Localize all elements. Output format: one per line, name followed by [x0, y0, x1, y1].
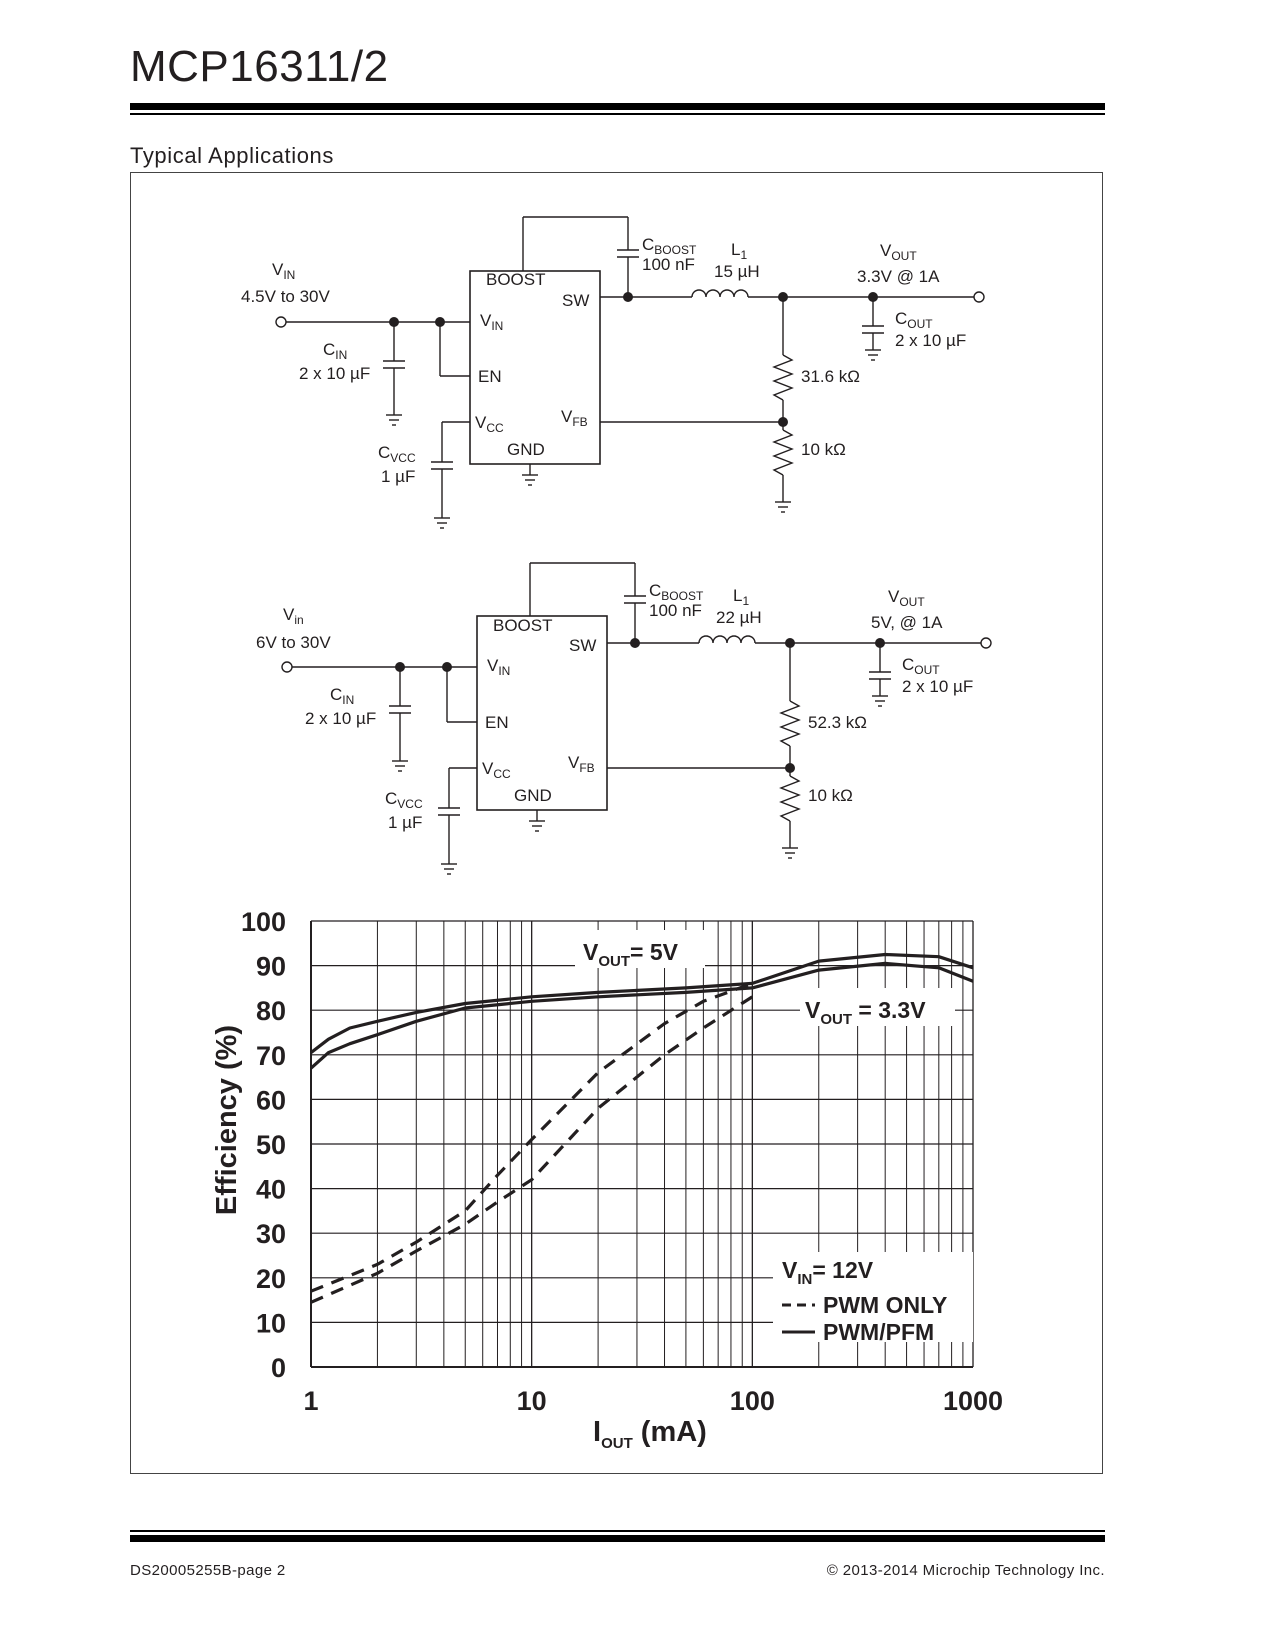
header-rule-thin — [130, 113, 1105, 115]
y-axis-title: Efficiency (%) — [211, 1025, 243, 1215]
efficiency-series-0-solid — [310, 952, 974, 1054]
c2-cout-label: COUT — [902, 655, 940, 677]
c2-cboost-value: 100 nF — [649, 601, 702, 620]
c1-vout-value: 3.3V @ 1A — [857, 267, 940, 286]
section-title: Typical Applications — [130, 143, 334, 168]
efficiency-series-3-dashed — [310, 995, 754, 1304]
c1-r-top: 31.6 kΩ — [801, 367, 860, 386]
c1-pin-vin: VIN — [480, 311, 503, 333]
c2-pin-gnd: GND — [514, 786, 552, 805]
document-title: MCP16311/2 — [130, 42, 389, 91]
chart-legend — [773, 1252, 973, 1342]
c2-cin-value: 2 x 10 µF — [305, 709, 376, 728]
c1-pin-gnd: GND — [507, 440, 545, 459]
x-axis-title: IOUT (mA) — [593, 1416, 707, 1452]
y-tick-label: 0 — [271, 1353, 286, 1383]
footer-copyright: © 2013-2014 Microchip Technology Inc. — [826, 1562, 1105, 1579]
x-tick-label: 1 — [303, 1386, 318, 1416]
c1-cboost-value: 100 nF — [642, 255, 695, 274]
c2-cout-value: 2 x 10 µF — [902, 677, 973, 696]
c2-vout-value: 5V, @ 1A — [871, 613, 943, 632]
c1-vin-range: 4.5V to 30V — [241, 287, 331, 306]
c2-cboost-label: CBOOST — [649, 581, 704, 603]
c2-vin-range: 6V to 30V — [256, 633, 331, 652]
c1-cout-value: 2 x 10 µF — [895, 331, 966, 350]
c1-l1-label: L1 — [731, 240, 747, 262]
footer-rule — [130, 1535, 1105, 1542]
figure-frame — [130, 172, 1103, 1474]
c1-pin-sw: SW — [562, 291, 589, 310]
x-tick-label: 1000 — [943, 1386, 1003, 1416]
c1-r-bottom: 10 kΩ — [801, 440, 846, 459]
c1-pin-vcc: VCC — [475, 413, 504, 435]
legend-item-pwm-pfm: PWM/PFM — [823, 1319, 934, 1345]
c1-cout-label: COUT — [895, 309, 933, 331]
c1-pin-vfb: VFB — [561, 407, 588, 429]
c1-cin-value: 2 x 10 µF — [299, 364, 370, 383]
c2-pin-boost: BOOST — [493, 616, 553, 635]
annotation-vout-3v3: VOUT = 3.3V — [805, 997, 926, 1028]
legend-title: VIN= 12V — [782, 1257, 874, 1288]
footer-doc-id: DS20005255B-page 2 — [130, 1562, 286, 1579]
header-rule — [130, 103, 1105, 110]
c2-pin-vin: VIN — [487, 656, 510, 678]
c2-pin-en: EN — [485, 713, 509, 732]
c2-r-top: 52.3 kΩ — [808, 713, 867, 732]
c2-l1-value: 22 µH — [716, 608, 762, 627]
efficiency-series-1-solid — [309, 961, 974, 1070]
x-tick-label: 100 — [730, 1386, 775, 1416]
y-tick-label: 20 — [256, 1264, 286, 1294]
y-tick-label: 70 — [256, 1041, 286, 1071]
ic-mcp16311-2 — [476, 615, 608, 811]
c2-vout-label: VOUT — [888, 587, 925, 609]
c1-cboost-label: CBOOST — [642, 235, 697, 257]
c2-cin-label: CIN — [330, 685, 354, 707]
c2-l1-label: L1 — [733, 586, 749, 608]
ic-mcp16311-1 — [469, 270, 601, 465]
annotation-vout-5v: VOUT= 5V — [583, 939, 679, 970]
c2-cvcc-value: 1 µF — [388, 813, 422, 832]
c1-pin-boost: BOOST — [486, 270, 546, 289]
c2-pin-vfb: VFB — [568, 753, 595, 775]
c2-cvcc-label: CVCC — [385, 789, 423, 811]
y-tick-label: 100 — [241, 907, 286, 937]
c1-cin-label: CIN — [323, 340, 347, 362]
y-tick-label: 10 — [256, 1308, 286, 1338]
efficiency-series-2-dashed — [310, 981, 753, 1293]
legend-item-pwm-only: PWM ONLY — [823, 1292, 947, 1318]
c1-vin-label: VIN — [272, 260, 295, 282]
c1-vout-label: VOUT — [880, 241, 917, 263]
y-tick-label: 60 — [256, 1085, 286, 1115]
c1-cvcc-value: 1 µF — [381, 467, 415, 486]
footer-rule-thin — [130, 1530, 1105, 1532]
y-tick-label: 50 — [256, 1130, 286, 1160]
y-tick-label: 40 — [256, 1175, 286, 1205]
x-tick-label: 10 — [517, 1386, 547, 1416]
c2-vin-label: Vin — [283, 605, 304, 627]
c1-cvcc-label: CVCC — [378, 443, 416, 465]
c1-l1-value: 15 µH — [714, 262, 760, 281]
y-tick-label: 80 — [256, 996, 286, 1026]
c1-pin-en: EN — [478, 367, 502, 386]
c2-r-bottom: 10 kΩ — [808, 786, 853, 805]
chart-series — [309, 952, 974, 1304]
c2-pin-sw: SW — [569, 636, 596, 655]
c2-pin-vcc: VCC — [482, 759, 511, 781]
y-tick-label: 90 — [256, 952, 286, 982]
y-tick-label: 30 — [256, 1219, 286, 1249]
